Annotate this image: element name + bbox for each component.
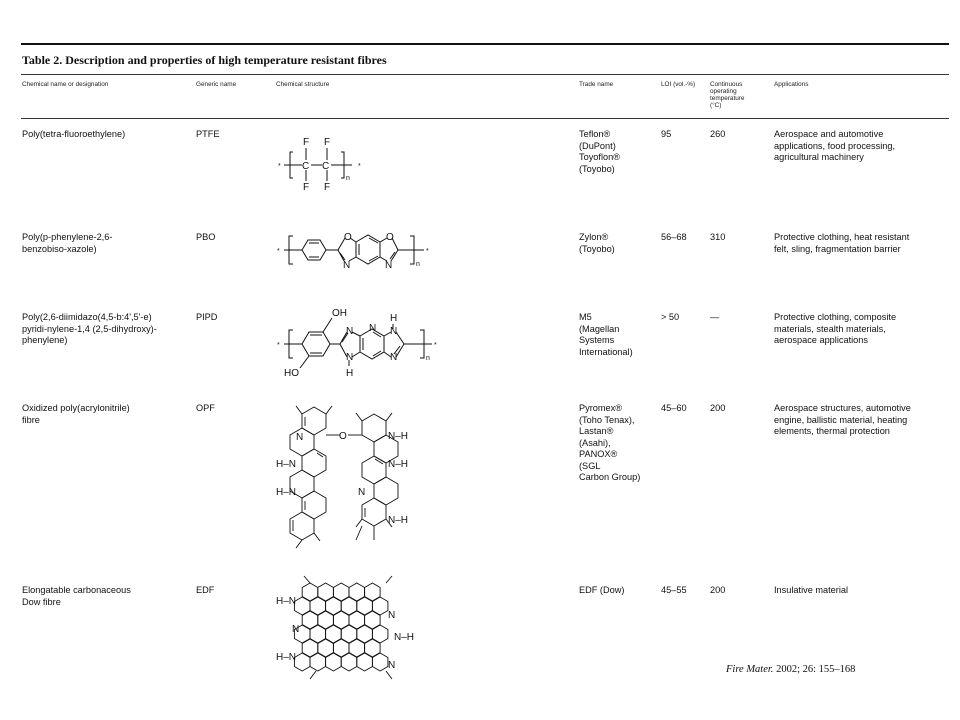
- row-pipd-name: Poly(2,6-diimidazo(4,5-b:4',5'-e) pyridi…: [22, 312, 157, 345]
- row-pbo-name: Poly(p-phenylene-2,6- benzobiso-xazole): [22, 232, 113, 254]
- opf-nitrogen-2: N: [358, 487, 365, 498]
- row-pbo-generic: PBO: [196, 232, 216, 242]
- pbo-subscript-n: n: [416, 261, 420, 268]
- edf-nh-1: N–H: [394, 632, 414, 643]
- table-top-rule: [21, 43, 949, 45]
- edf-nitrogen-2: N: [388, 610, 395, 621]
- pbo-structure: * O N O N n *: [276, 222, 486, 278]
- ptfe-f-3: F: [303, 182, 309, 193]
- row-opf-trade: Pyromex® (Toho Tenax), Lastan® (Asahi), …: [579, 403, 641, 482]
- pipd-subscript-n: n: [426, 355, 430, 362]
- header-generic-name: Generic name: [196, 81, 237, 88]
- row-opf-temp: 200: [710, 403, 726, 413]
- header-loi: LOI (vol.-%): [661, 81, 696, 88]
- row-ptfe-name: Poly(tetra-fluoroethylene): [22, 129, 126, 139]
- edf-hn-1: H–N: [276, 596, 296, 607]
- header-chemical-structure: Chemical structure: [276, 81, 330, 88]
- row-pipd-loi: > 50: [661, 312, 680, 322]
- ptfe-f-1: F: [303, 137, 309, 148]
- header-chemical-name: Chemical name or designation: [22, 81, 109, 88]
- row-edf-loi: 45–55: [661, 585, 687, 595]
- pipd-hydrogen-1: H: [346, 368, 353, 379]
- row-ptfe-applications: Aerospace and automotive applications, f…: [774, 129, 896, 162]
- row-pipd-trade: M5 (Magellan Systems International): [579, 312, 633, 357]
- pipd-nitrogen-2: N: [346, 352, 353, 363]
- row-ptfe-loi: 95: [661, 129, 672, 139]
- citation-details: 2002; 26: 155–168: [773, 664, 856, 675]
- row-edf-trade: EDF (Dow): [579, 585, 625, 595]
- opf-hn-2: H–N: [276, 487, 296, 498]
- ptfe-subscript-n: n: [346, 175, 350, 182]
- edf-structure: H–N H–N N N N–H N: [276, 575, 436, 683]
- opf-nh-1: N–H: [388, 431, 408, 442]
- row-ptfe-temp: 260: [710, 129, 726, 139]
- ptfe-f-4: F: [324, 182, 330, 193]
- opf-nh-3: N–H: [388, 515, 408, 526]
- pipd-structure: * OH HO N N H N N H N n *: [276, 302, 486, 386]
- pipd-hydrogen-2: H: [390, 313, 397, 324]
- header-applications: Applications: [774, 81, 809, 88]
- edf-nitrogen-3: N: [388, 660, 395, 671]
- pbo-star-right: *: [426, 248, 429, 255]
- row-pbo-trade: Zylon® (Toyobo): [579, 232, 615, 254]
- citation: Fire Mater. 2002; 26: 155–168: [726, 664, 855, 675]
- pipd-star-right: *: [434, 342, 437, 349]
- ptfe-star-left: *: [278, 163, 281, 170]
- opf-hn-1: H–N: [276, 459, 296, 470]
- row-pipd-applications: Protective clothing, composite materials…: [774, 312, 897, 345]
- pbo-nitrogen-1: N: [343, 260, 350, 271]
- opf-nitrogen-1: N: [296, 432, 303, 443]
- edf-nitrogen-1: N: [292, 624, 299, 635]
- row-opf-generic: OPF: [196, 403, 215, 413]
- row-edf-name: Elongatable carbonaceous Dow fibre: [22, 585, 131, 607]
- opf-oxygen: O: [339, 431, 347, 442]
- pipd-nitrogen-3: N: [390, 326, 397, 337]
- pipd-nitrogen-pyridine: N: [369, 323, 376, 334]
- ptfe-carbon-1: C: [302, 161, 309, 172]
- pipd-star-left: *: [277, 342, 280, 349]
- row-edf-generic: EDF: [196, 585, 215, 595]
- ptfe-structure: * C C F F F F n *: [276, 132, 376, 193]
- pipd-hydroxyl-bottom: HO: [284, 368, 299, 379]
- pipd-nitrogen-1: N: [346, 326, 353, 337]
- header-bottom-rule: [21, 118, 949, 119]
- pbo-oxygen-2: O: [386, 232, 394, 243]
- pipd-hydroxyl-top: OH: [332, 308, 347, 319]
- row-opf-loi: 45–60: [661, 403, 687, 413]
- header-trade-name: Trade name: [579, 81, 614, 88]
- pbo-nitrogen-2: N: [385, 260, 392, 271]
- ptfe-star-right: *: [358, 163, 361, 170]
- row-pbo-temp: 310: [710, 232, 726, 242]
- header-temperature: Continuous operating temperature (°C): [710, 81, 745, 109]
- row-edf-temp: 200: [710, 585, 726, 595]
- opf-nh-2: N–H: [388, 459, 408, 470]
- row-ptfe-generic: PTFE: [196, 129, 220, 139]
- row-pipd-generic: PIPD: [196, 312, 218, 322]
- row-pbo-loi: 56–68: [661, 232, 687, 242]
- pbo-oxygen-1: O: [344, 232, 352, 243]
- ptfe-f-2: F: [324, 137, 330, 148]
- citation-journal: Fire Mater.: [726, 664, 774, 675]
- opf-structure: N H–N H–N O N–H N–H N N–H: [276, 400, 426, 560]
- ptfe-carbon-2: C: [322, 161, 329, 172]
- pbo-star-left: *: [277, 248, 280, 255]
- table-title: Table 2. Description and properties of h…: [22, 53, 387, 67]
- pipd-nitrogen-4: N: [390, 352, 397, 363]
- row-pipd-temp: —: [710, 312, 720, 322]
- edf-hn-2: H–N: [276, 652, 296, 663]
- row-pbo-applications: Protective clothing, heat resistant felt…: [774, 232, 910, 254]
- row-ptfe-trade: Teflon® (DuPont) Toyoflon® (Toyobo): [579, 129, 620, 174]
- header-top-rule: [21, 74, 949, 75]
- row-opf-applications: Aerospace structures, automotive engine,…: [774, 403, 911, 436]
- row-edf-applications: Insulative material: [774, 585, 849, 595]
- row-opf-name: Oxidized poly(acrylonitrile) fibre: [22, 403, 130, 425]
